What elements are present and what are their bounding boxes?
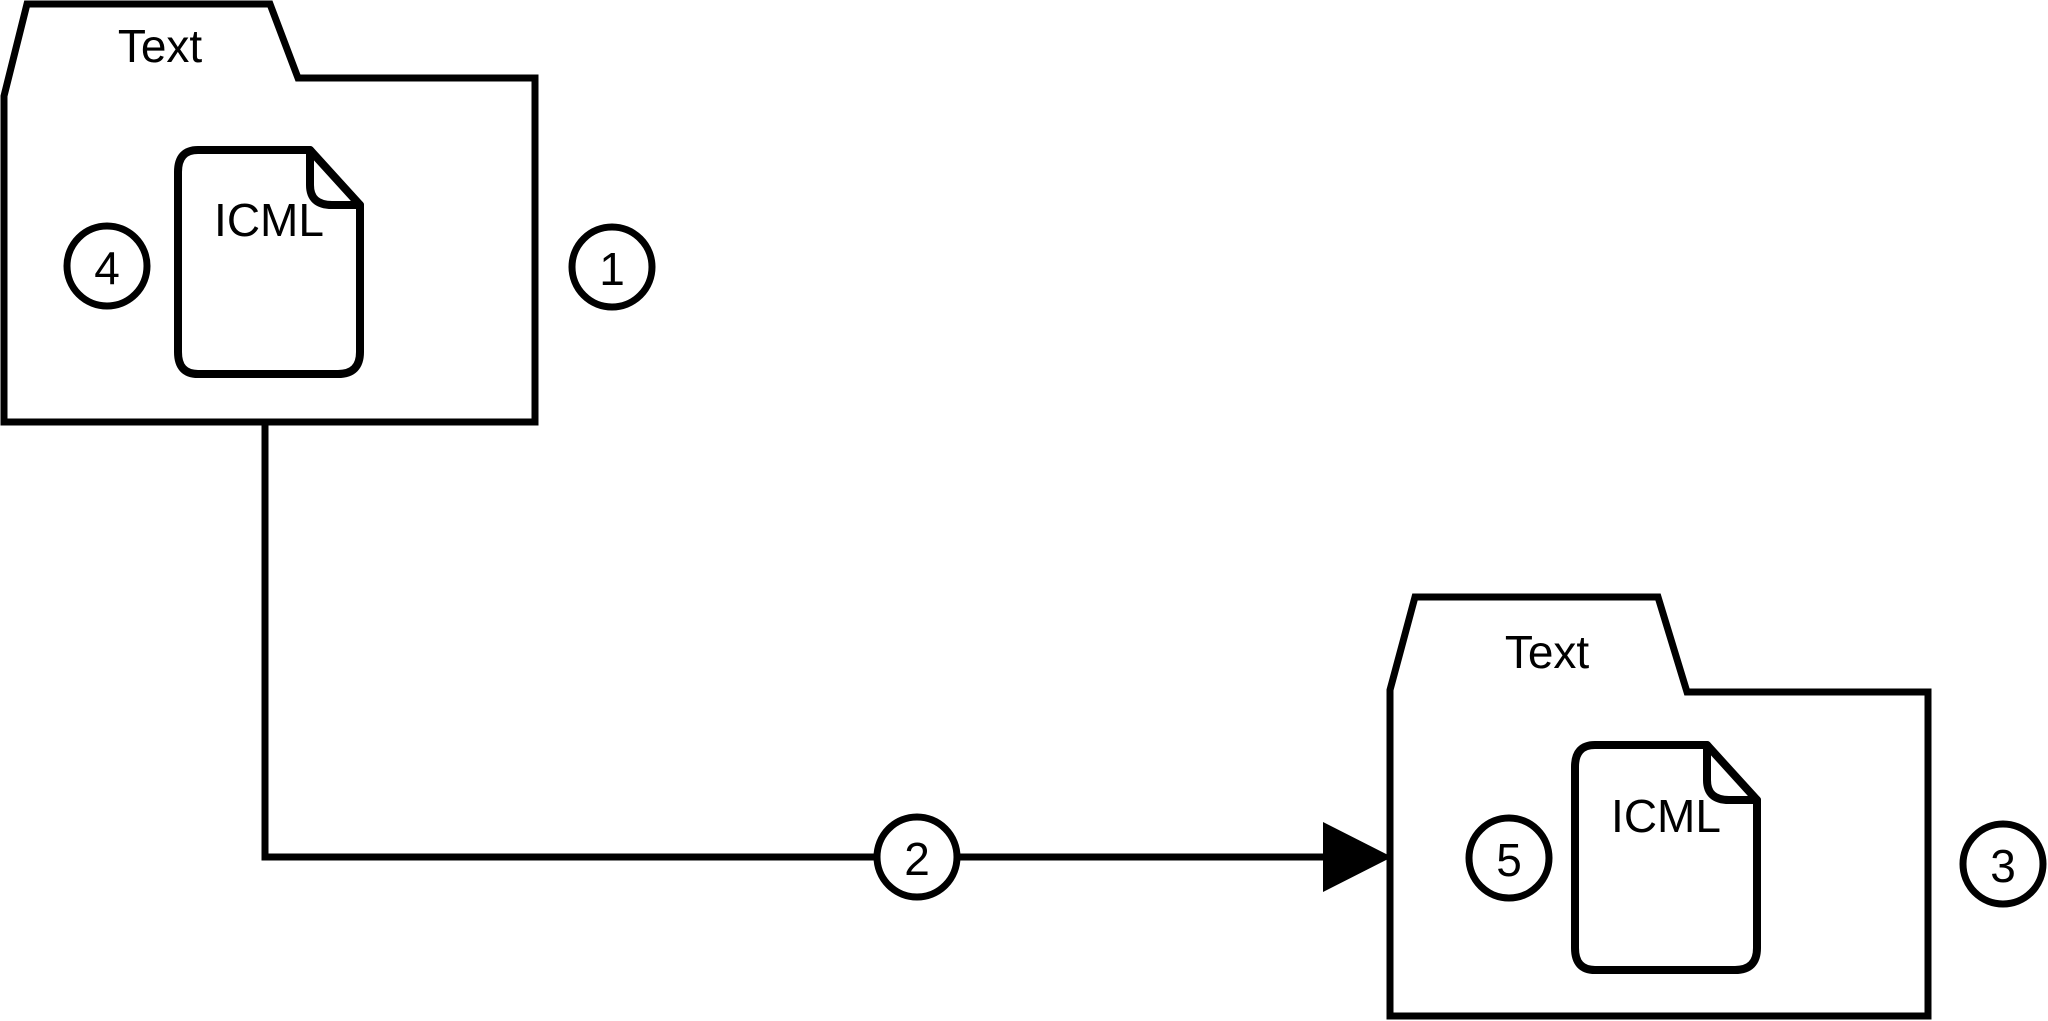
icml-document-target-label: ICML xyxy=(1611,790,1721,842)
icml-document-source[interactable]: ICML xyxy=(174,146,364,378)
callout-1-circle[interactable] xyxy=(568,223,656,311)
folder-target-outline[interactable] xyxy=(1386,593,1932,1020)
connector-polyline[interactable] xyxy=(261,422,1330,861)
icml-document-target-outline xyxy=(1571,741,1761,974)
folder-source[interactable]: Text ICML xyxy=(0,0,539,426)
icml-document-target[interactable]: ICML xyxy=(1571,741,1761,974)
callout-1[interactable]: 1 xyxy=(568,223,656,311)
icml-document-source-outline xyxy=(174,146,364,378)
edge-source-to-target[interactable] xyxy=(261,422,1392,892)
icml-document-source-label: ICML xyxy=(214,194,324,246)
folder-target[interactable]: Text ICML xyxy=(1386,593,1932,1020)
callout-3[interactable]: 3 xyxy=(1959,820,2047,908)
icml-document-target-fold-icon xyxy=(1703,741,1761,804)
callout-2[interactable]: 2 xyxy=(873,813,961,901)
callout-4-circle[interactable] xyxy=(63,222,151,310)
callout-4-label: 4 xyxy=(94,242,120,294)
callout-4[interactable]: 4 xyxy=(63,222,151,310)
callout-3-circle[interactable] xyxy=(1959,820,2047,908)
callout-5-label: 5 xyxy=(1496,834,1522,886)
folder-source-label: Text xyxy=(118,20,203,72)
callout-3-label: 3 xyxy=(1990,840,2016,892)
callout-2-circle[interactable] xyxy=(873,813,961,901)
folder-source-outline[interactable] xyxy=(0,0,539,426)
folder-target-label: Text xyxy=(1505,626,1590,678)
arrow-head-right-icon xyxy=(1323,822,1392,892)
callout-5[interactable]: 5 xyxy=(1465,814,1553,902)
callout-2-label: 2 xyxy=(904,833,930,885)
icml-document-source-fold-icon xyxy=(306,146,364,209)
callout-1-label: 1 xyxy=(599,243,625,295)
callout-5-circle[interactable] xyxy=(1465,814,1553,902)
